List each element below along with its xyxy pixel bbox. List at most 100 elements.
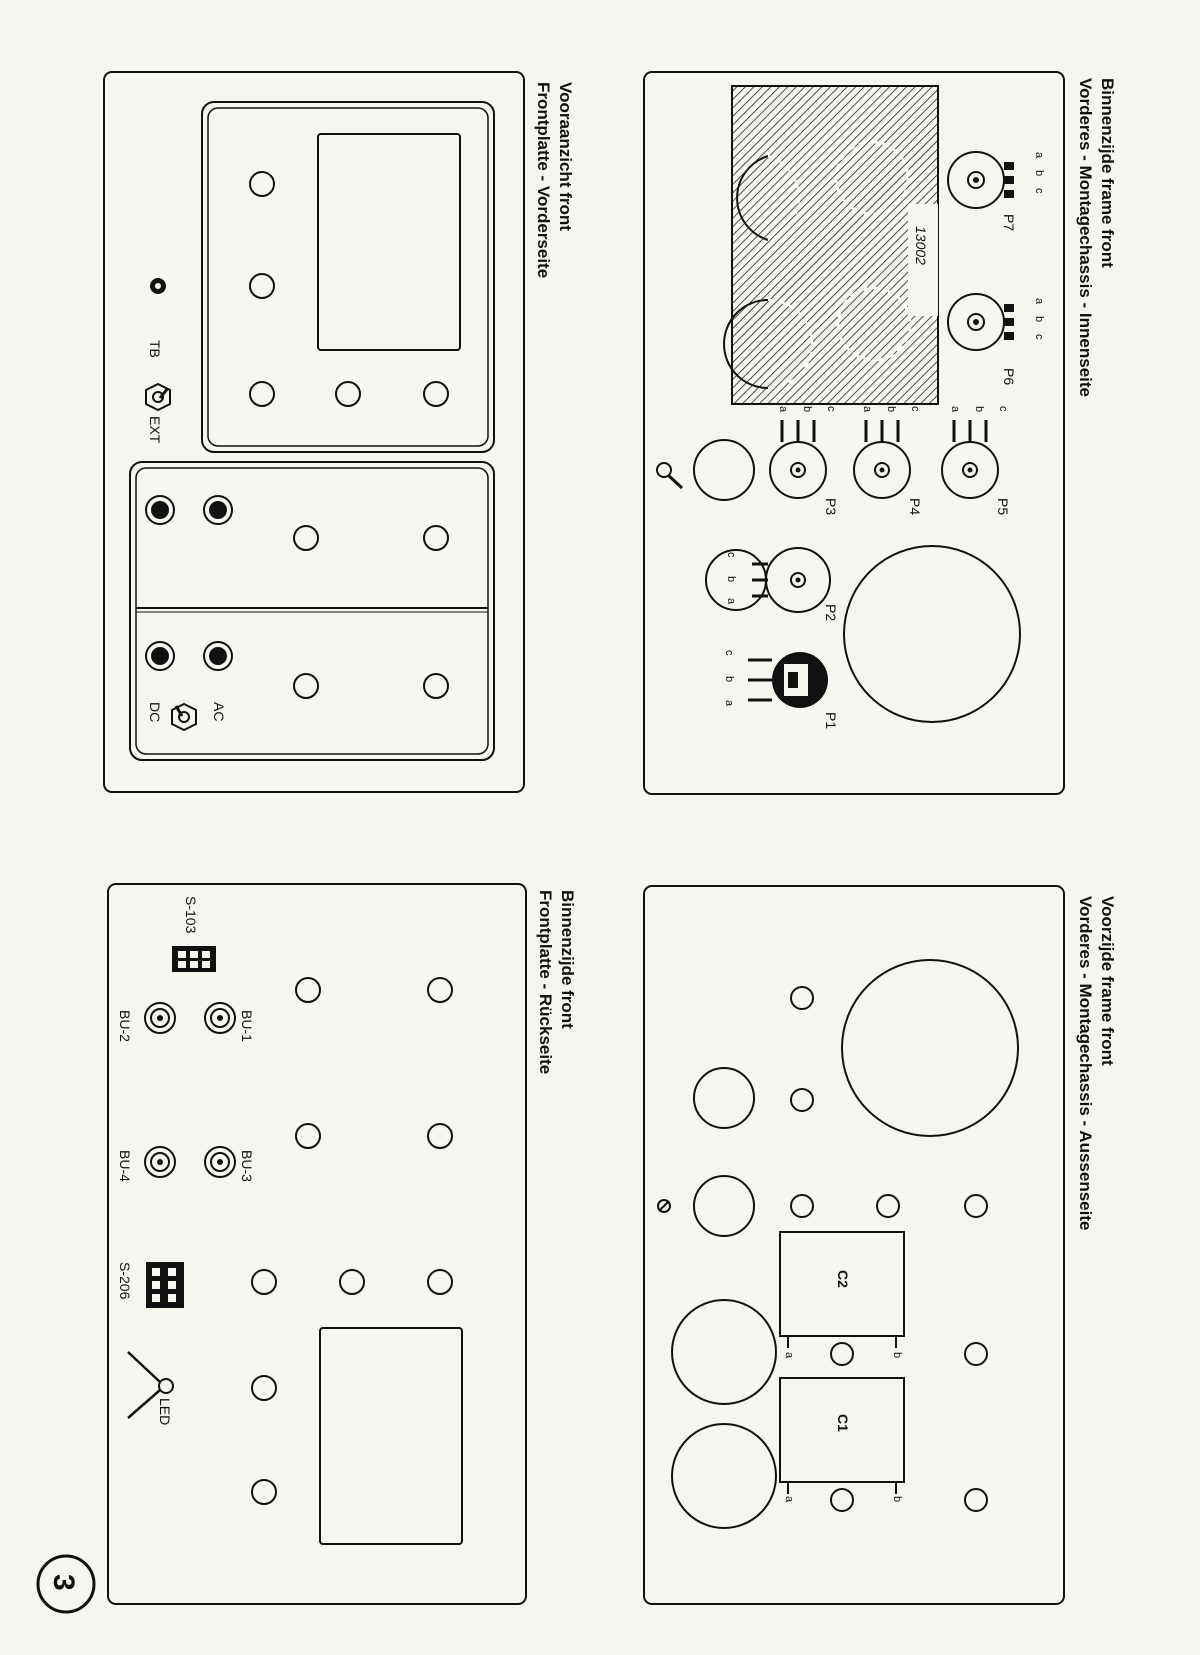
front-input-panel-outer [129,461,495,761]
potentiometer-p6: P6 a b c [947,293,1045,385]
potentiometer-p7: P7 a b c [947,151,1045,231]
capacitor-c1: C1 a b [779,1377,905,1503]
chassis-hole-small [876,1194,900,1218]
outer-chassis-title-2: Vorderes - Montagechassis - Aussenseite [1076,896,1095,1230]
switch-ext-label: EXT [147,416,163,444]
connector-s206-icon [146,1262,184,1308]
p4-pin-a: a [861,406,873,413]
rear-hole [427,1123,453,1149]
chassis-hole-small [790,986,814,1010]
p2-pin-b: b [725,576,737,582]
potentiometer-p4: P4 a b c [853,406,923,515]
p7-pin-b: b [1033,170,1045,176]
rear-hole [251,1479,277,1505]
screw-icon [657,1199,671,1213]
p6-pin-a: a [1033,298,1045,305]
bnc-socket-bu4-icon [144,1146,176,1178]
pcb-13002: 13002 [731,85,939,405]
p7-pin-a: a [1033,152,1045,159]
potentiometer-p1: P1 c b a [723,650,839,729]
rear-hole [295,1123,321,1149]
panel-outer-chassis: Voorzijde frame front Vorderes - Montage… [643,885,1117,1605]
panel-front-rear-border [107,883,527,1605]
p3-label: P3 [823,498,839,515]
rear-hole [339,1269,365,1295]
p1-pin-c: c [723,650,735,656]
chassis-hole-small [964,1342,988,1366]
c1-pin-b: b [891,1496,903,1502]
rear-hole [251,1269,277,1295]
input-jack-icon [203,641,233,671]
pcb-label: 13002 [913,226,929,265]
switch-ac-label: AC [211,702,227,721]
rear-hole [427,1269,453,1295]
p5-label: P5 [995,498,1011,515]
front-knob-hole [423,673,449,699]
front-view-title-2: Frontplatte - Vorderseite [534,82,553,278]
potentiometer-p3: P3 a b c [769,406,839,515]
cutout-large-circle [841,959,1019,1137]
bu4-label: BU-4 [117,1150,133,1182]
chassis-hole-small [790,1088,814,1112]
front-knob-hole [335,381,361,407]
c1-label: C1 [835,1414,851,1432]
bu1-label: BU-1 [239,1010,255,1042]
rear-hole [295,977,321,1003]
front-rear-title-2: Frontplatte - Rückseite [536,890,555,1074]
p5-pin-c: c [997,406,1009,412]
front-screen-bezel-outer [201,101,495,453]
inner-chassis-title-2: Vorderes - Montagechassis - Innenseite [1076,78,1095,397]
p3-pin-a: a [777,406,789,413]
c2-label: C2 [835,1270,851,1288]
chassis-hole-small [964,1488,988,1512]
front-knob-hole [423,525,449,551]
panel-front-view-border [103,71,525,793]
panel-front-rear: Binnenzijde front Frontplatte - Rückseit… [107,883,577,1605]
connector-s103-icon [172,946,216,972]
p5-pin-a: a [949,406,961,413]
input-jack-icon [203,495,233,525]
p2-pin-a: a [725,598,737,605]
capacitor-c2: C2 a b [779,1231,905,1359]
chassis-hole-small [964,1194,988,1218]
panel-outer-chassis-border [643,885,1065,1605]
rear-screen-cutout [319,1327,463,1545]
p7-pin-c: c [1033,188,1045,194]
p4-pin-c: c [909,406,921,412]
page-number: 3 [47,1574,80,1591]
p7-label: P7 [1001,214,1017,231]
front-knob-hole [249,381,275,407]
bnc-socket-bu3-icon [204,1146,236,1178]
p4-label: P4 [907,498,923,515]
chassis-hole-medium [693,1067,755,1129]
p1-pin-b: b [723,676,735,682]
front-screen-bezel-inner [207,107,489,447]
front-knob-hole [249,273,275,299]
p3-pin-b: b [801,406,813,412]
front-view-title-1: Vooraanzicht front [556,82,575,231]
chassis-hole-small [830,1342,854,1366]
panel-inner-chassis-border [643,71,1065,795]
chassis-hole-medium [693,1175,755,1237]
c2-pin-b: b [891,1352,903,1358]
p6-pin-b: b [1033,316,1045,322]
chassis-hole-large [671,1299,777,1405]
rear-hole [251,1375,277,1401]
front-input-panel-inner [135,467,489,755]
bnc-socket-bu2-icon [144,1002,176,1034]
panel-inner-chassis: Binnenzijde frame front Vorderes - Monta… [643,71,1117,795]
switch-dc-label: DC [147,702,163,722]
front-screen [317,133,461,351]
toggle-switch-icon [145,382,171,412]
solder-lug-icon [656,462,684,490]
toggle-switch-icon [171,702,197,732]
hole-round-small [693,439,755,501]
c1-pin-a: a [783,1496,795,1503]
bu2-label: BU-2 [117,1010,133,1042]
p1-pin-a: a [723,700,735,707]
p2-pin-c: c [725,552,737,558]
s206-label: S-206 [117,1262,133,1300]
led-label: LED [157,1398,173,1425]
front-knob-hole [423,381,449,407]
